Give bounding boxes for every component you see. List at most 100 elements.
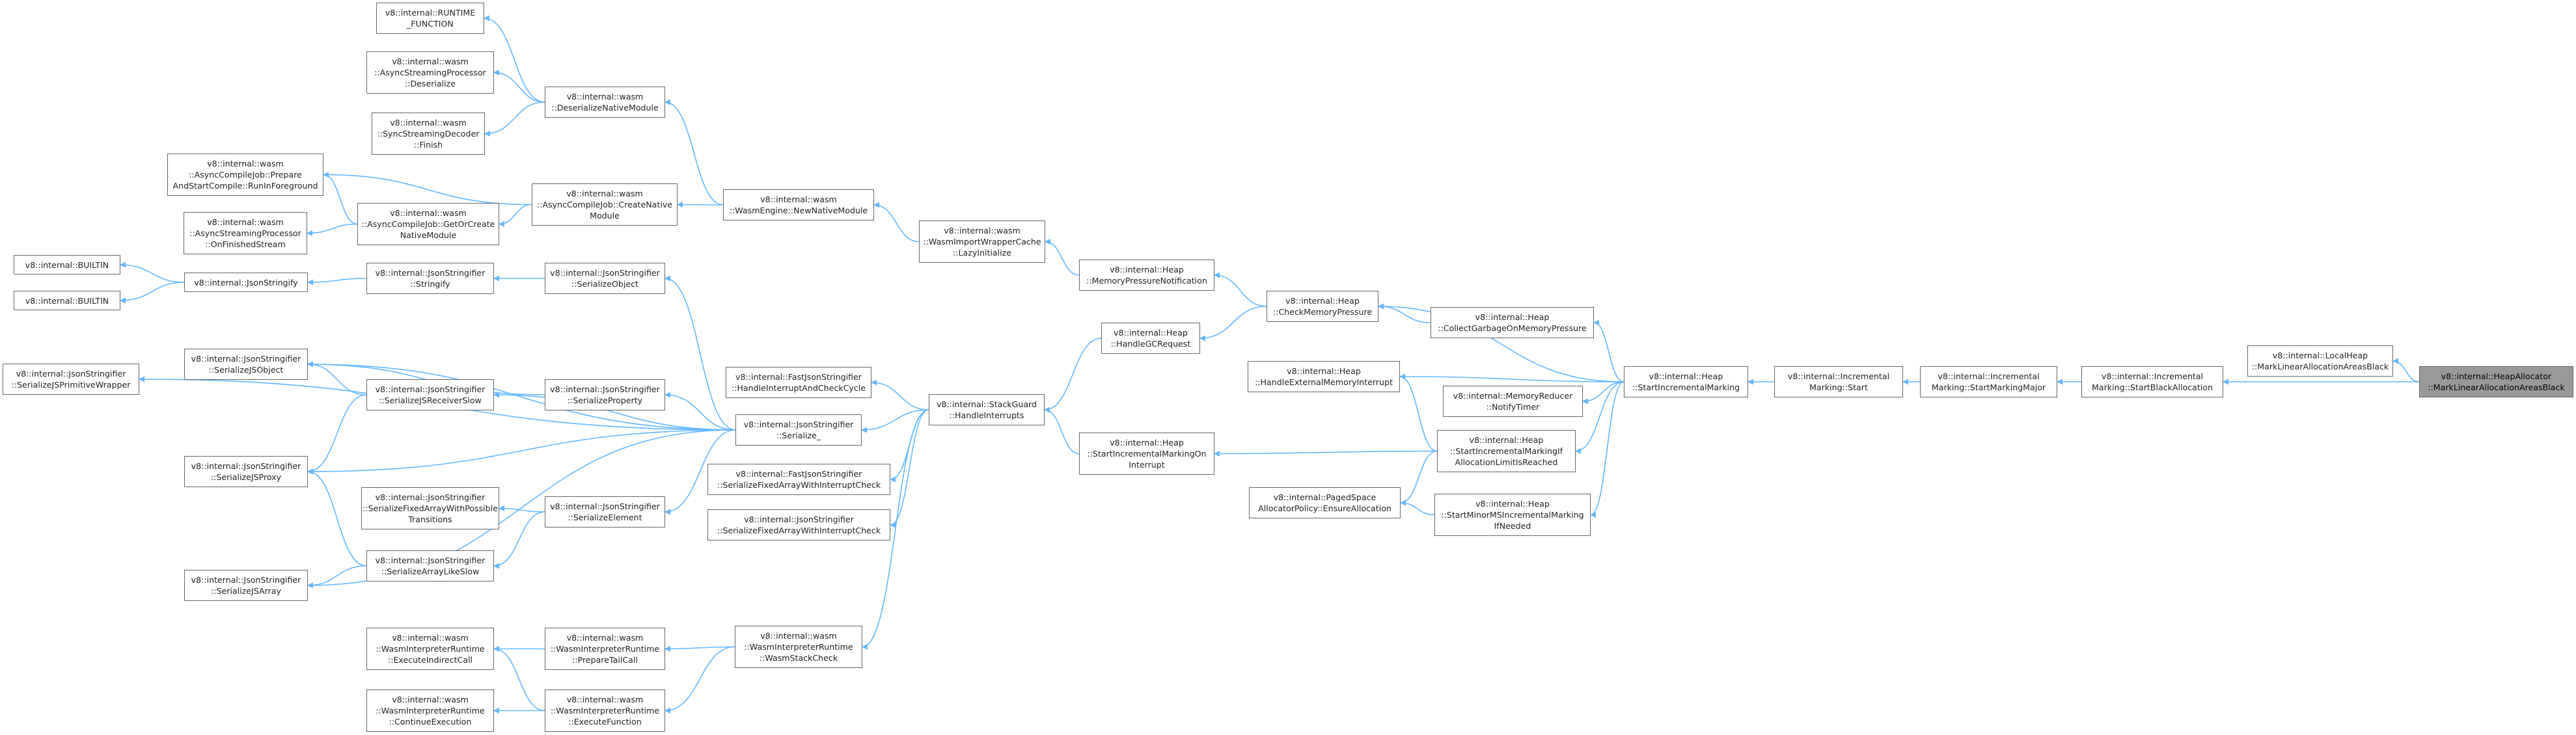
node-runtimefunction[interactable]: v8::internal::RUNTIME _FUNCTION xyxy=(376,3,484,34)
node-syncstreamingfinish[interactable]: v8::internal::wasm ::SyncStreamingDecode… xyxy=(372,113,485,155)
edge-memorypressurenotification-to-lazyinitialize xyxy=(1045,239,1080,276)
edge-startincmarkingiflimit-to-startincmarkingoninterrupt xyxy=(1214,450,1438,457)
node-lazyinitialize[interactable]: v8::internal::wasm ::WasmImportWrapperCa… xyxy=(919,220,1045,263)
node-executeindirectcall[interactable]: v8::internal::wasm ::WasmInterpreterRunt… xyxy=(366,628,494,670)
node-builtin1[interactable]: v8::internal::BUILTIN xyxy=(14,255,120,274)
node-builtin2[interactable]: v8::internal::BUILTIN xyxy=(14,291,120,310)
node-incmarkingstart[interactable]: v8::internal::Incremental Marking::Start xyxy=(1774,366,1903,397)
node-serializejsprimitivewrapper[interactable]: v8::internal::JsonStringifier ::Serializ… xyxy=(3,364,139,395)
node-handleinterruptandcheckcycle[interactable]: v8::internal::FastJsonStringifier ::Hand… xyxy=(726,367,871,398)
node-collectgarbageonmemorypressure[interactable]: v8::internal::Heap ::CollectGarbageOnMem… xyxy=(1431,307,1594,338)
edge-startminorms-to-ensureallocation xyxy=(1400,500,1435,516)
node-startminorms[interactable]: v8::internal::Heap ::StartMinorMSIncreme… xyxy=(1434,494,1591,536)
edge-serializejsreceiverslow-to-serializejsobject xyxy=(307,361,367,395)
node-startincmarkingiflimit[interactable]: v8::internal::Heap ::StartIncrementalMar… xyxy=(1437,430,1576,472)
node-getorcreatenativemodule[interactable]: v8::internal::wasm ::AsyncCompileJob::Ge… xyxy=(357,203,499,245)
edge-lazyinitialize-to-newnativemodule xyxy=(873,202,920,243)
node-serializeelement[interactable]: v8::internal::JsonStringifier ::Serializ… xyxy=(545,496,665,528)
edge-stringify-to-jsonstringify xyxy=(307,278,367,286)
node-serializefixedarray[interactable]: v8::internal::JsonStringifier ::Serializ… xyxy=(707,509,890,541)
edge-deserializenativemodule-to-syncstreamingfinish xyxy=(484,101,545,137)
node-serializejsarray[interactable]: v8::internal::JsonStringifier ::Serializ… xyxy=(184,570,308,601)
node-checkmemorypressure[interactable]: v8::internal::Heap ::CheckMemoryPressure xyxy=(1267,291,1378,322)
node-localheap[interactable]: v8::internal::LocalHeap ::MarkLinearAllo… xyxy=(2247,345,2393,377)
node-prepareandstartcompile[interactable]: v8::internal::wasm ::AsyncCompileJob::Pr… xyxy=(167,154,323,196)
edge-startincmarkingiflimit-to-handleexternalmemoryinterrupt xyxy=(1399,373,1438,452)
node-serializeobject[interactable]: v8::internal::JsonStringifier ::Serializ… xyxy=(545,263,665,294)
node-newnativemodule[interactable]: v8::internal::wasm ::WasmEngine::NewNati… xyxy=(723,189,874,220)
edge-jsonstringify-to-builtin2 xyxy=(120,282,185,304)
edge-handlegcrequest-to-handleinterrupts xyxy=(1044,338,1102,413)
edge-checkmemorypressure-to-memorypressurenotification xyxy=(1214,272,1267,307)
node-continueexecution[interactable]: v8::internal::wasm ::WasmInterpreterRunt… xyxy=(366,689,494,732)
edge-createnativemodule-to-getorcreatenativemodule xyxy=(499,204,532,227)
node-heapallocator[interactable]: v8::internal::HeapAllocator ::MarkLinear… xyxy=(2419,366,2573,397)
node-deserializenativemodule[interactable]: v8::internal::wasm ::DeserializeNativeMo… xyxy=(545,87,665,118)
node-executefunction[interactable]: v8::internal::wasm ::WasmInterpreterRunt… xyxy=(545,689,665,732)
edge-getorcreatenativemodule-to-prepareandstartcompile xyxy=(323,172,358,225)
edge-jsonstringify-to-builtin1 xyxy=(120,261,185,283)
edge-serializeelement-to-serializefixedarraywithpossible xyxy=(499,505,545,513)
edge-deserializenativemodule-to-runtimefunction xyxy=(484,15,545,103)
edge-startincrementalmarking-to-collectgarbageonmemorypressure xyxy=(1593,319,1624,382)
node-startincrementalmarking[interactable]: v8::internal::Heap ::StartIncrementalMar… xyxy=(1624,366,1748,397)
node-serializearraylikeslow[interactable]: v8::internal::JsonStringifier ::Serializ… xyxy=(366,550,494,581)
node-jsonstringify[interactable]: v8::internal::JsonStringify xyxy=(184,273,308,292)
node-notifytimer[interactable]: v8::internal::MemoryReducer ::NotifyTime… xyxy=(1443,386,1583,417)
edge-serializeelement-to-serializearraylikeslow xyxy=(493,511,545,569)
edge-newnativemodule-to-createnativemodule xyxy=(677,202,724,208)
edge-startincrementalmarking-to-handleexternalmemoryinterrupt xyxy=(1399,373,1624,382)
node-serializejsreceiverslow[interactable]: v8::internal::JsonStringifier ::Serializ… xyxy=(366,379,494,410)
node-asyncstreamingdeserialize[interactable]: v8::internal::wasm ::AsyncStreamingProce… xyxy=(366,51,494,94)
edge-startincrementalmarking-to-startminorms xyxy=(1590,381,1624,518)
node-onfinishedstream[interactable]: v8::internal::wasm ::AsyncStreamingProce… xyxy=(184,212,307,254)
edge-handleinterrupts-to-handleinterruptandcheckcycle xyxy=(871,379,929,410)
edge-serialize_-to-serializeproperty xyxy=(665,392,736,431)
edge-handleinterrupts-to-serialize_ xyxy=(861,409,929,433)
edge-createnativemodule-to-prepareandstartcompile xyxy=(323,172,532,206)
edge-startincrementalmarking-to-startincmarkingiflimit xyxy=(1575,381,1624,454)
edge-startincmarkingoninterrupt-to-handleinterrupts xyxy=(1044,407,1080,455)
node-serializejsproxy[interactable]: v8::internal::JsonStringifier ::Serializ… xyxy=(184,456,308,487)
edge-deserializenativemodule-to-asyncstreamingdeserialize xyxy=(493,70,545,103)
edge-serialize_-to-serializejsproxy xyxy=(307,429,736,475)
node-startblackallocation[interactable]: v8::internal::Incremental Marking::Start… xyxy=(2081,366,2223,397)
node-serialize_[interactable]: v8::internal::JsonStringifier ::Serializ… xyxy=(735,414,862,446)
node-handleinterrupts[interactable]: v8::internal::StackGuard ::HandleInterru… xyxy=(929,394,1045,425)
edge-newnativemodule-to-deserializenativemodule xyxy=(665,99,724,206)
edge-startincrementalmarking-to-checkmemorypressure xyxy=(1378,303,1624,382)
edge-collectgarbageonmemorypressure-to-checkmemorypressure xyxy=(1378,303,1431,323)
edge-checkmemorypressure-to-handlegcrequest xyxy=(1199,306,1267,341)
node-serializejsobject[interactable]: v8::internal::JsonStringifier ::Serializ… xyxy=(184,349,308,380)
edge-wasmstackcheck-to-executefunction xyxy=(665,646,735,714)
edge-handleinterrupts-to-serializefixedarray xyxy=(890,409,929,528)
edge-serialize_-to-serializejsobject xyxy=(307,361,736,431)
edge-heapallocator-to-localheap xyxy=(2392,358,2420,382)
node-startmarkingmajor[interactable]: v8::internal::Incremental Marking::Start… xyxy=(1920,366,2057,397)
node-serializefixedarraywithpossible[interactable]: v8::internal::JsonStringifier ::Serializ… xyxy=(361,487,499,529)
node-handleexternalmemoryinterrupt[interactable]: v8::internal::Heap ::HandleExternalMemor… xyxy=(1248,361,1400,392)
edge-executefunction-to-executeindirectcall xyxy=(493,646,545,712)
edge-serialize_-to-serializejsreceiverslow xyxy=(493,392,736,431)
node-wasmstackcheck[interactable]: v8::internal::wasm ::WasmInterpreterRunt… xyxy=(735,626,862,668)
node-createnativemodule[interactable]: v8::internal::wasm ::AsyncCompileJob::Cr… xyxy=(532,183,678,226)
node-ensureallocation[interactable]: v8::internal::PagedSpace AllocatorPolicy… xyxy=(1249,487,1401,518)
node-preparetailcall[interactable]: v8::internal::wasm ::WasmInterpreterRunt… xyxy=(545,628,665,670)
node-serializeproperty[interactable]: v8::internal::JsonStringifier ::Serializ… xyxy=(545,379,665,410)
edge-serializejsreceiverslow-to-serializejsproxy xyxy=(307,394,367,475)
edge-startincrementalmarking-to-notifytimer xyxy=(1582,381,1624,405)
node-memorypressurenotification[interactable]: v8::internal::Heap ::MemoryPressureNotif… xyxy=(1079,260,1214,291)
edge-serialize_-to-serializeobject xyxy=(665,275,736,431)
edge-wasmstackcheck-to-preparetailcall xyxy=(665,645,735,652)
edge-serialize_-to-serializeelement xyxy=(665,429,736,515)
edge-serializearraylikeslow-to-serializejsproxy xyxy=(307,468,367,567)
node-fastserializefixedarray[interactable]: v8::internal::FastJsonStringifier ::Seri… xyxy=(707,464,890,495)
node-stringify[interactable]: v8::internal::JsonStringifier ::Stringif… xyxy=(366,263,494,294)
node-handlegcrequest[interactable]: v8::internal::Heap ::HandleGCRequest xyxy=(1101,323,1200,354)
edge-handleinterrupts-to-wasmstackcheck xyxy=(862,409,929,650)
node-startincmarkingoninterrupt[interactable]: v8::internal::Heap ::StartIncrementalMar… xyxy=(1079,433,1214,475)
edge-startincmarkingiflimit-to-ensureallocation xyxy=(1400,450,1438,506)
edge-serializearraylikeslow-to-serializejsarray xyxy=(307,565,367,589)
